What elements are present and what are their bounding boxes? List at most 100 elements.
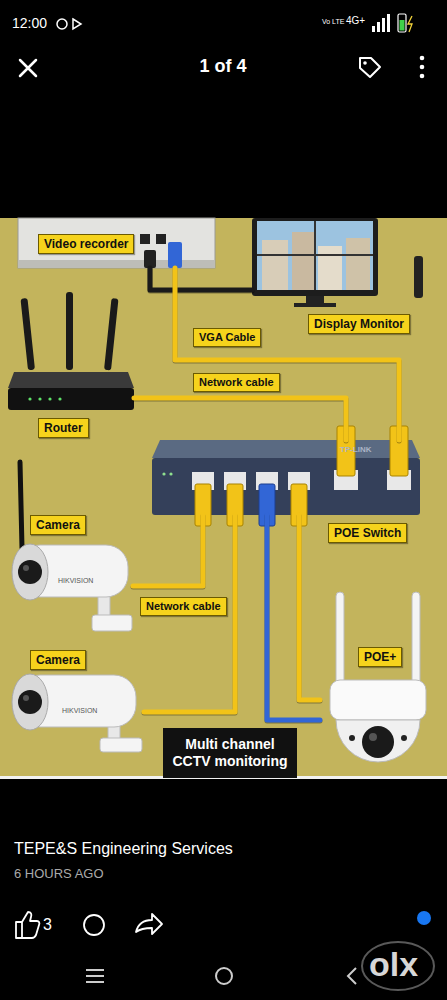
nav-back: [348, 968, 356, 984]
status-icon: [73, 19, 81, 29]
router-led: [28, 397, 31, 400]
recorder-port: [156, 234, 166, 244]
cable-connector: [299, 515, 320, 700]
picture-background: [0, 218, 447, 778]
nav-menu: [86, 970, 104, 982]
router-led: [38, 397, 41, 400]
ptz-dome: [336, 720, 420, 762]
monitor-frame: [252, 218, 378, 296]
router-antenna: [66, 292, 73, 370]
device-label: Camera: [30, 650, 86, 670]
status-icon: [57, 19, 67, 29]
watermark-logo: olx: [369, 946, 418, 983]
network-indicator: 4G+: [346, 15, 365, 26]
cable-label: Network cable: [140, 597, 227, 616]
cable-label: Network cable: [193, 373, 280, 392]
cable-connector: [133, 515, 203, 586]
seller-name: TEPE&S Engineering Services: [14, 840, 233, 858]
router-led: [48, 397, 51, 400]
cable-connector: [134, 398, 346, 440]
ptz-body: [330, 680, 426, 720]
device-label: Video recorder: [38, 234, 134, 254]
brand-mark: HIKVISION: [58, 577, 93, 585]
router-top: [8, 372, 134, 388]
menu-dot: [420, 65, 425, 70]
caption-box: Multi channel CCTV monitoring: [163, 728, 297, 778]
cable-connector: [267, 515, 320, 720]
cable-connector: [175, 268, 399, 440]
camera-lens: [18, 560, 42, 584]
post-time: 6 HOURS AGO: [14, 867, 104, 881]
bullet-camera: Camera: [8, 540, 133, 632]
comment-icon: [84, 915, 104, 935]
network-indicator: Vo LTE: [322, 18, 344, 26]
camera-bracket: [100, 738, 142, 752]
signal-bar: [382, 18, 385, 32]
device-label: Router: [38, 418, 89, 438]
remote-control: [414, 256, 423, 298]
ptz-camera: POE+: [320, 590, 435, 778]
caption-text: Multi channel CCTV monitoring: [169, 736, 291, 770]
camera-antenna: [412, 592, 420, 684]
device-label: POE Switch: [328, 523, 407, 543]
menu-dot: [420, 74, 425, 79]
monitor-stand: [306, 296, 324, 304]
recorder-body: [18, 218, 215, 268]
image-counter: 1 of 4: [199, 57, 246, 77]
like-count: 3: [43, 916, 52, 934]
switch-front: [152, 458, 420, 515]
close-icon: [20, 60, 36, 76]
screen-building: [262, 240, 288, 290]
device-label: POE+: [358, 647, 402, 667]
router-led: [58, 397, 61, 400]
camera-bracket: [92, 615, 132, 631]
signal-bar: [377, 22, 380, 32]
signal-bar: [372, 26, 375, 32]
lens-glint: [23, 565, 29, 571]
camera-arm: [98, 595, 110, 617]
monitor-screen: [257, 221, 373, 290]
brand-mark: HIKVISION: [62, 707, 97, 715]
battery-level: [400, 20, 405, 31]
ir-led: [401, 735, 407, 741]
tag-icon-hole: [363, 61, 367, 65]
tag-icon: [360, 58, 380, 77]
router-antenna: [20, 298, 34, 370]
router: Router: [8, 355, 134, 410]
lens-glint: [23, 695, 29, 701]
monitor-base: [294, 303, 336, 307]
device-label: Display Monitor: [308, 314, 410, 334]
lens-glint: [369, 733, 377, 741]
camera-lens: [362, 726, 394, 758]
camera-hood: [12, 544, 48, 600]
switch-led: [169, 472, 172, 475]
vga-plug: [144, 250, 156, 268]
reaction-badge: [417, 911, 431, 925]
camera-hood: [12, 674, 48, 730]
router-front: [8, 388, 134, 410]
video-recorder: Video recorder: [18, 218, 215, 268]
camera-antenna: [20, 462, 22, 548]
nav-home: [216, 968, 232, 984]
router-antenna: [104, 298, 118, 370]
screen-building: [346, 238, 370, 290]
menu-dot: [420, 56, 425, 61]
status-time: 12:00: [12, 16, 47, 31]
recorder-base: [18, 260, 215, 268]
share-icon: [136, 914, 162, 934]
signal-bar: [387, 14, 390, 32]
like-icon: [16, 912, 39, 938]
device-label: Camera: [30, 515, 86, 535]
cable-label: VGA Cable: [193, 328, 261, 347]
ir-led: [349, 735, 355, 741]
recorder-port: [140, 234, 150, 244]
camera-lens: [18, 690, 42, 714]
network-plug: [168, 242, 182, 268]
battery-icon: [398, 14, 406, 32]
screen-divider: [314, 221, 316, 290]
logo-ring: [362, 942, 434, 990]
switch-led: [162, 472, 165, 475]
switch-top: [152, 440, 420, 458]
screen-building: [292, 232, 314, 290]
